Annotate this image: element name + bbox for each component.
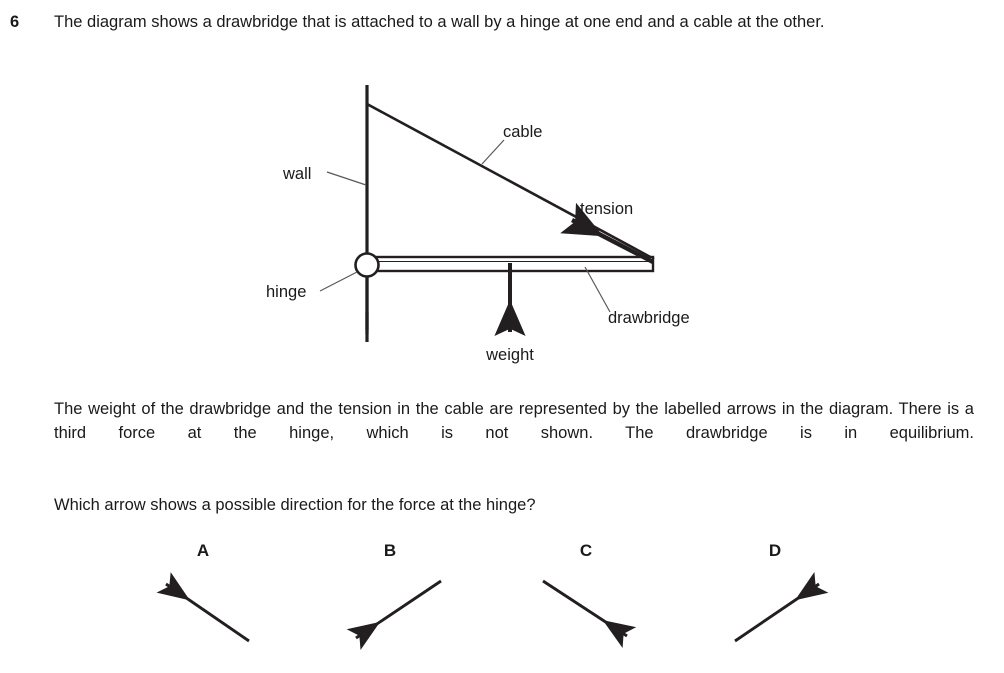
cable-label: cable xyxy=(503,123,542,141)
option-d-letter: D xyxy=(769,541,781,560)
option-c-arrow xyxy=(542,579,637,649)
option-d[interactable]: D xyxy=(734,541,829,643)
option-a[interactable]: A xyxy=(156,541,250,643)
drawbridge-leader-line xyxy=(584,266,611,313)
option-c[interactable]: C xyxy=(542,541,637,649)
tension-arrow xyxy=(560,202,655,264)
hinge-circle xyxy=(354,252,380,278)
option-a-letter: A xyxy=(197,541,209,560)
option-c-letter: C xyxy=(580,541,592,560)
question-prompt: Which arrow shows a possible direction f… xyxy=(54,496,536,514)
option-d-arrow xyxy=(734,572,829,643)
weight-label: weight xyxy=(485,346,534,364)
question-stem: The diagram shows a drawbridge that is a… xyxy=(54,13,825,31)
hinge-leader-line xyxy=(319,271,358,292)
wall-label: wall xyxy=(282,165,311,183)
tension-label: tension xyxy=(580,200,633,218)
option-a-arrow xyxy=(156,572,250,643)
option-b[interactable]: B xyxy=(346,541,442,650)
drawbridge-diagram: wall cable tension hinge drawbridge weig… xyxy=(266,85,690,364)
option-b-letter: B xyxy=(384,541,396,560)
wall-leader-line xyxy=(326,171,367,186)
question-paragraph: The weight of the drawbridge and the ten… xyxy=(54,400,974,442)
answer-options: A B C D xyxy=(156,541,829,650)
option-b-arrow xyxy=(346,579,442,650)
question-number: 6 xyxy=(10,13,20,31)
cable-line xyxy=(366,102,655,261)
cable-leader-line xyxy=(481,139,505,165)
drawbridge-label: drawbridge xyxy=(608,309,690,327)
hinge-label: hinge xyxy=(266,283,306,301)
